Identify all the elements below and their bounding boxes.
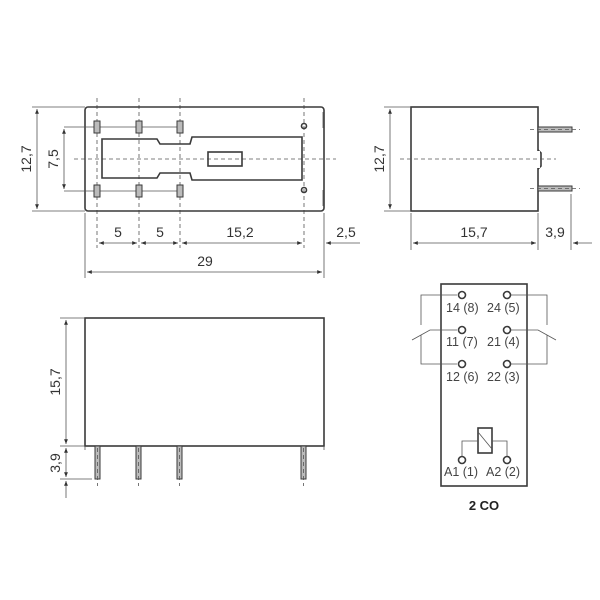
terminal-24: 24 (5) [487,301,520,315]
terminal-14: 14 (8) [446,301,479,315]
dim-side-height: 12,7 [371,145,387,172]
dim-front-height: 15,7 [47,368,63,395]
dim-side-pin-length: 3,9 [545,224,565,240]
dim-pitch-3: 15,2 [226,224,253,240]
dim-pitch-2: 5 [156,224,164,240]
terminal-a1: A1 (1) [444,465,478,479]
terminal-22: 22 (3) [487,370,520,384]
dim-length: 29 [197,253,213,269]
side-view: 12,7 15,7 3,9 [371,106,592,250]
terminal-a2: A2 (2) [486,465,520,479]
dim-top-height: 12,7 [18,145,34,172]
terminal-21: 21 (4) [487,335,520,349]
top-view: 12,7 7,5 5 5 15,2 2,5 29 [18,98,360,278]
terminal-11: 11 (7) [446,335,478,349]
dim-side-width: 15,7 [460,224,487,240]
contact-config-caption: 2 CO [469,498,499,513]
dim-pin-spacing: 7,5 [45,149,61,169]
dim-front-pin-length: 3,9 [47,453,63,473]
dim-pitch-1: 5 [114,224,122,240]
front-view: 15,7 3,9 [47,317,325,498]
dim-edge: 2,5 [336,224,356,240]
terminal-12: 12 (6) [446,370,479,384]
schematic: 14 (8) 24 (5) 11 (7) 21 (4) 12 (6) 22 (3… [411,283,557,513]
